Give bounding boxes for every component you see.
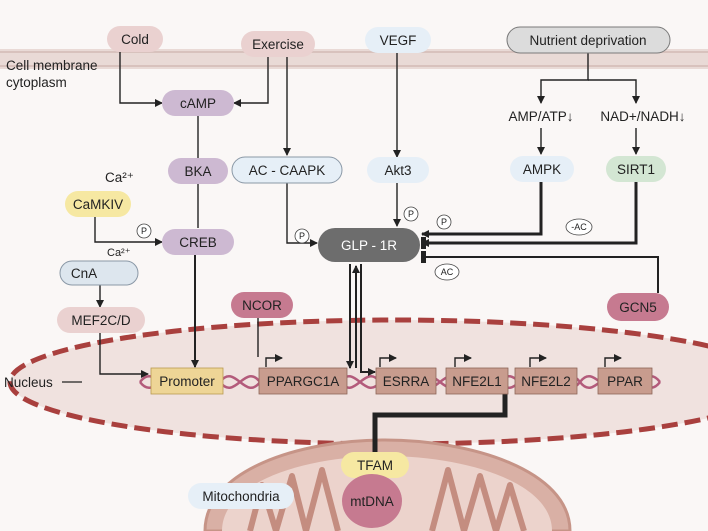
akt3-label: Akt3 [384,163,411,178]
phospho-label-3: P [408,209,414,219]
cold-label: Cold [121,32,149,47]
promoter-label: Promoter [159,374,215,389]
phospho-marker-akt3: P [403,206,419,222]
nad-nadh-label: NAD+/NADH↓ [600,109,685,124]
calcium-label-1: Ca²⁺ [105,170,134,185]
bka-label: BKA [184,164,211,179]
tfam-label: TFAM [357,458,393,473]
ampk-label: AMPK [523,162,561,177]
node-glp-1r: GLP - 1R [318,228,420,262]
node-bka: BKA [168,158,228,184]
node-cna: CnA [59,260,139,286]
gene-nfe2l2: NFE2L2 [514,367,578,395]
stimulus-cold: Cold [107,26,163,52]
deacetylation-label: -AC [571,222,587,232]
mef2cd-label: MEF2C/D [71,313,131,328]
ppar-label: PPAR [607,374,643,389]
mitochondria-label: Mitochondria [202,489,280,504]
acetylation-marker: AC [434,263,460,281]
gene-ppar: PPAR [597,367,653,395]
mtdna-label: mtDNA [350,494,394,509]
inhibition-bar-sirt1 [421,237,426,249]
stimulus-exercise: Exercise [241,31,315,57]
ppargc1a-label: PPARGC1A [267,374,340,389]
cytoplasm-label: cytoplasm [6,75,67,90]
cna-label: CnA [71,266,97,281]
phospho-marker-ampk: P [436,214,452,230]
phospho-marker-ac-caapk: P [294,228,310,244]
sirt1-label: SIRT1 [617,162,655,177]
phospho-marker-creb: P [136,223,152,239]
vegf-label: VEGF [380,33,417,48]
amp-atp-label: AMP/ATP↓ [508,109,573,124]
stimulus-vegf: VEGF [365,27,431,53]
creb-label: CREB [179,235,217,250]
cell-membrane-label: Cell membrane [6,58,98,73]
connectors [94,52,659,454]
calcium-label-2: Ca²⁺ [107,247,131,259]
esrra-label: ESRRA [383,374,430,389]
glp-1r-label: GLP - 1R [341,238,397,253]
exercise-label: Exercise [252,37,304,52]
node-akt3: Akt3 [367,157,429,183]
phospho-label-1: P [141,226,147,236]
nutrient-deprivation-label: Nutrient deprivation [529,33,646,48]
node-tfam: TFAM [341,452,409,478]
node-creb: CREB [162,229,234,255]
acetylation-label: AC [441,267,454,277]
mitochondria-label-box: Mitochondria [188,483,294,509]
ncor-label: NCOR [242,298,282,313]
node-camp: cAMP [162,90,234,116]
gene-ppargc1a: PPARGC1A [258,367,348,395]
gcn5-label: GCN5 [619,300,657,315]
phospho-label-4: P [441,217,447,227]
camp-label: cAMP [180,96,216,111]
inhibition-bar-gcn5 [421,251,426,263]
gene-nfe2l1: NFE2L1 [445,367,509,395]
nfe2l2-label: NFE2L2 [521,374,571,389]
node-mef2cd: MEF2C/D [57,307,145,333]
node-camkiv: CaMKIV [65,191,131,217]
node-mtdna: mtDNA [342,474,402,528]
node-ac-caapk: AC - CAAPK [231,156,343,184]
node-ncor: NCOR [231,292,293,318]
node-ampk: AMPK [510,156,574,182]
ac-caapk-label: AC - CAAPK [249,163,326,178]
nucleus-label: Nucleus [4,375,53,390]
gene-promoter: Promoter [150,367,224,395]
stimulus-nutrient-deprivation: Nutrient deprivation [506,26,671,54]
node-sirt1: SIRT1 [606,156,666,182]
phospho-label-2: P [299,231,305,241]
node-gcn5: GCN5 [607,293,669,321]
deacetylation-marker: -AC [565,218,593,236]
camkiv-label: CaMKIV [73,197,123,212]
nfe2l1-label: NFE2L1 [452,374,502,389]
gene-esrra: ESRRA [375,367,437,395]
